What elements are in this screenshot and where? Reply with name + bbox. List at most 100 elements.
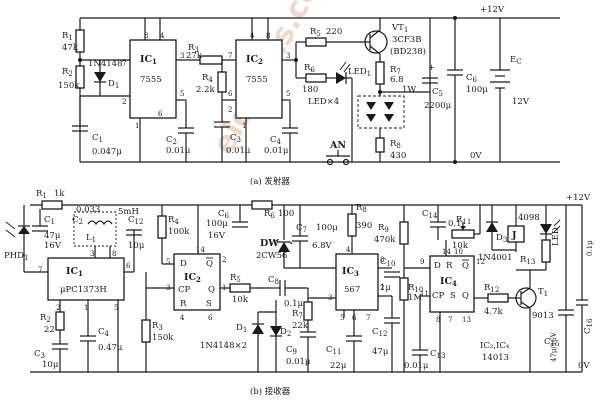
tx-c3-value: 0.01μ bbox=[226, 146, 251, 156]
rx-ic4 bbox=[429, 255, 475, 313]
tx-c1-name: C1 bbox=[92, 133, 103, 144]
rx-ic4-pin10: 10 bbox=[454, 248, 463, 256]
rx-led bbox=[540, 224, 552, 234]
tx-switch-an-label: AN bbox=[329, 140, 346, 151]
rx-ic1-pin7: 7 bbox=[38, 266, 42, 274]
tx-r2-name: R2 bbox=[62, 67, 73, 78]
rx-r9-name: R9 bbox=[378, 223, 389, 234]
rx-ic1-part: μPC1373H bbox=[60, 285, 107, 295]
rx-c9-value: 0.01μ bbox=[286, 357, 311, 367]
rx-resistor-r13 bbox=[541, 239, 551, 263]
tx-led1-name: LED1 bbox=[348, 67, 371, 78]
tx-r8-value: 430 bbox=[390, 151, 406, 161]
rx-ic2-pin2: 2 bbox=[222, 256, 226, 264]
tx-ec-name: EC bbox=[510, 55, 522, 66]
rx-resistor-r6 bbox=[251, 200, 273, 210]
rx-ic3-pin2: 2 bbox=[380, 284, 384, 292]
rx-r9-value: 470k bbox=[374, 235, 396, 245]
tx-vt1-name: VT1 bbox=[391, 23, 408, 34]
rx-ic1-name: IC1 bbox=[66, 266, 83, 278]
rx-ic3-pin8: 8 bbox=[380, 256, 384, 264]
tx-r4-name: R4 bbox=[202, 73, 213, 84]
tx-switch-an bbox=[326, 158, 334, 166]
rx-c3-value: 10μ bbox=[42, 360, 59, 370]
rx-ic3-pin4: 4 bbox=[346, 246, 351, 254]
tx-vt1-part: 3CF3B bbox=[392, 35, 421, 45]
tx-ic1-pin8: 8 bbox=[144, 32, 148, 40]
tx-r7-name: R7 bbox=[390, 65, 401, 76]
rx-c13-name: C13 bbox=[430, 349, 445, 360]
rx-ic2-pin6: 6 bbox=[208, 314, 213, 322]
rx-ic2-q: Q bbox=[208, 285, 215, 295]
rx-ic3-name: IC3 bbox=[342, 266, 359, 278]
rx-ic3-pin7: 7 bbox=[366, 314, 370, 322]
rx-ic1-pin5: 5 bbox=[114, 304, 118, 312]
tx-ic1-pin6: 6 bbox=[158, 110, 163, 118]
tx-ic1-part: 7555 bbox=[140, 75, 162, 85]
tx-c4-name: C4 bbox=[270, 135, 282, 146]
rx-t1-name: T1 bbox=[538, 287, 548, 298]
rx-c6-name: C6 bbox=[218, 209, 230, 220]
tx-caption: (a) 发射器 bbox=[250, 176, 290, 187]
rx-ic1-pin3: 3 bbox=[90, 250, 94, 258]
rx-resistor-r4 bbox=[157, 215, 167, 239]
rx-ic1-pin2: 2 bbox=[56, 304, 60, 312]
rx-c4-name: C4 bbox=[98, 327, 110, 338]
rx-ic4-name: IC4 bbox=[440, 276, 457, 288]
tx-ic1-pin2: 2 bbox=[122, 98, 126, 106]
rx-c1-voltage: 16V bbox=[44, 241, 62, 251]
rx-supply-bottom-label: 0V bbox=[578, 361, 590, 371]
rx-r11-value: 10k bbox=[452, 241, 469, 251]
rx-resistor-r10 bbox=[399, 277, 409, 301]
tx-ic2-pin1: 1 bbox=[242, 122, 246, 130]
rx-diode-d2 bbox=[270, 326, 282, 336]
rx-l1-name: L1 bbox=[86, 233, 96, 244]
rx-d2-name: D2 bbox=[280, 327, 291, 338]
rx-phd1-name: PHD1 bbox=[4, 251, 28, 262]
rx-t1-part: 9013 bbox=[532, 311, 554, 321]
tx-ic1-pin7: 7 bbox=[122, 60, 126, 68]
tx-resistor-r1 bbox=[75, 29, 85, 53]
rx-c15-value: 47μ/16V bbox=[550, 331, 558, 362]
rx-resistor-r7 bbox=[303, 301, 313, 321]
rx-c7-value: 100μ bbox=[316, 223, 338, 233]
rx-diode-d1 bbox=[252, 324, 264, 334]
receiver-circuit: +12V 0V PHD1 R1 1k C1 47μ 16V 0.033 C2 L… bbox=[4, 189, 594, 397]
rx-r1-value: 1k bbox=[54, 189, 65, 199]
tx-c5-name: C5 bbox=[432, 87, 443, 98]
rx-c6-voltage: 16V bbox=[208, 231, 226, 241]
tx-ic1-pin3: 3 bbox=[180, 52, 184, 60]
tx-led-array-label: LED×4 bbox=[308, 97, 339, 107]
rx-c7-name: C7 bbox=[296, 223, 307, 234]
tx-c5-value: 2200μ bbox=[424, 101, 452, 111]
rx-resistor-r3 bbox=[141, 319, 151, 343]
rx-r4-value: 100k bbox=[168, 227, 190, 237]
rx-relay-part: 4098 bbox=[518, 213, 540, 223]
tx-ic1 bbox=[129, 39, 177, 119]
rx-r12-value: 4.7k bbox=[484, 307, 504, 317]
rx-c9-name: C9 bbox=[286, 345, 297, 356]
rx-d3-part: 1N4001 bbox=[478, 253, 512, 263]
rx-ic2-s: S bbox=[206, 299, 212, 309]
rx-ic4-pin13: 13 bbox=[462, 316, 471, 324]
rx-c6-value: 100μ bbox=[206, 219, 228, 229]
tx-r7-value: 6.8 bbox=[390, 75, 404, 85]
rx-c11-name: C11 bbox=[326, 345, 341, 356]
tx-c3-name: C3 bbox=[230, 133, 241, 144]
rx-r3-value: 150k bbox=[152, 333, 174, 343]
rx-c15-name: C15 bbox=[544, 337, 559, 348]
rx-ic4-cp: CP bbox=[432, 291, 445, 301]
rx-ic4-r: R bbox=[446, 261, 453, 271]
rx-ic4-pin14: 14 bbox=[442, 248, 451, 256]
rx-r7-value: 22k bbox=[292, 321, 309, 331]
tx-r5-value: 220 bbox=[326, 27, 342, 37]
rx-r13-name: R13 bbox=[520, 255, 535, 266]
tx-ic1-name: IC1 bbox=[140, 54, 157, 66]
tx-r1-value: 47k bbox=[62, 43, 79, 53]
rx-c14-name: C14 bbox=[422, 209, 438, 220]
rx-r1-name: R1 bbox=[36, 189, 47, 200]
rx-caption: (b) 接收器 bbox=[250, 386, 291, 397]
tx-c6-value: 100μ bbox=[466, 85, 488, 95]
rx-ic4-s: S bbox=[450, 291, 456, 301]
